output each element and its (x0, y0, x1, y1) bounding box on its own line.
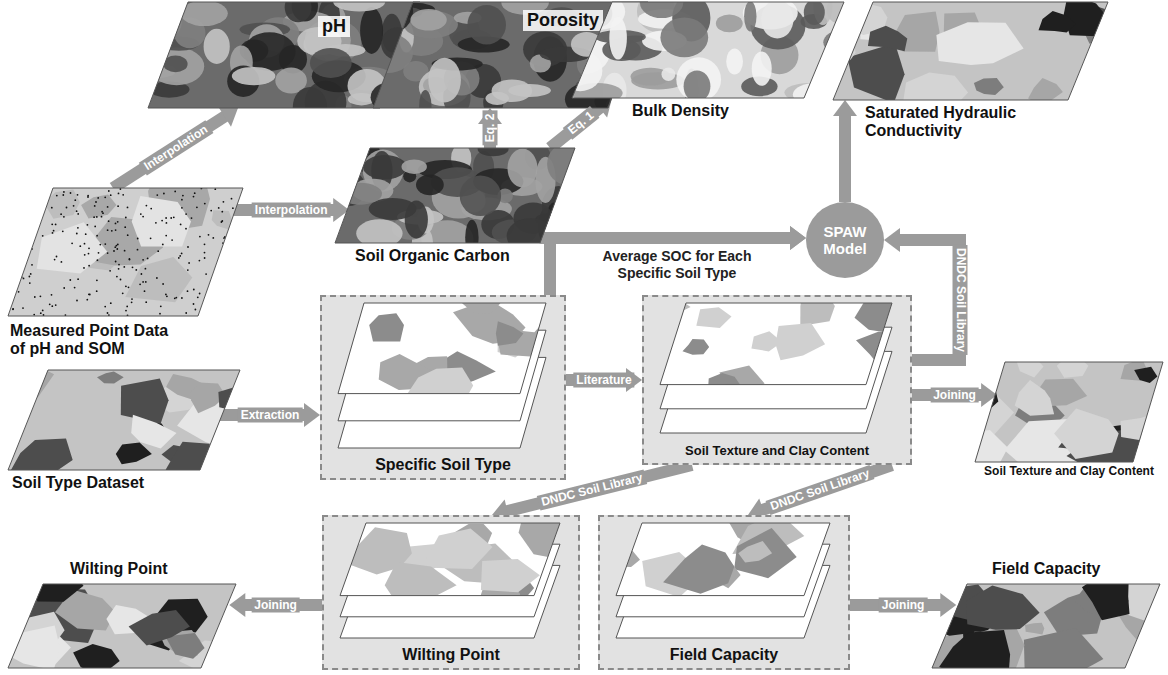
map-label: Field Capacity (992, 560, 1100, 578)
arrow-shaft (220, 409, 306, 421)
flow-arrow (833, 100, 857, 202)
edge-label: Joining (930, 388, 979, 403)
flow-arrow (229, 593, 322, 617)
map-label: Soil Texture and Clay Content (973, 465, 1165, 479)
arrow-head (790, 226, 806, 250)
layer-group: Specific Soil Type (320, 295, 566, 480)
flow-arrow (220, 403, 320, 427)
map-label: Bulk Density (632, 102, 729, 120)
group-label: Wilting Point (324, 646, 578, 664)
arrow-head (884, 228, 900, 252)
map-illustration (572, 2, 844, 98)
layer-group: Wilting Point (322, 515, 580, 670)
flow-arrow (850, 593, 956, 617)
edge-label: DNDC Soil Library (766, 465, 875, 515)
edge-label: Eq. 1 (563, 106, 599, 139)
edge-label: Interpolation (252, 203, 331, 218)
map-label: Soil Organic Carbon (355, 247, 510, 265)
map-layer: Soil Organic Carbon (335, 148, 580, 272)
layer-stack (644, 297, 910, 463)
map-label: Porosity (523, 10, 603, 31)
map-layer: Field Capacity (932, 560, 1164, 670)
edge-label: Interpolation (138, 120, 212, 175)
map-layer: Wilting Point (8, 560, 240, 670)
map-illustration (932, 584, 1160, 668)
group-label: Field Capacity (600, 646, 848, 664)
arrow-shaft (761, 465, 892, 510)
edge-label: Eq. 2 (483, 111, 498, 146)
map-layer: Soil Type Dataset (8, 370, 248, 500)
flow-arrow (233, 198, 349, 222)
layer-stack (324, 517, 578, 668)
flow-arrow (748, 465, 892, 521)
arrow-shaft (850, 599, 942, 611)
map-illustration (8, 370, 240, 470)
flow-arrow (912, 383, 997, 407)
layer-stack (322, 297, 564, 478)
arrow-head (304, 403, 320, 427)
flow-arrow (478, 108, 502, 148)
layer-group: Soil Texture and Clay Content (642, 295, 912, 465)
flow-arrow (550, 226, 806, 295)
map-label: Measured Point Data of pH and SOM (10, 322, 182, 359)
map-label: Saturated Hydraulic Conductivity (865, 104, 1065, 141)
layer-stack (600, 517, 848, 668)
map-illustration (8, 584, 236, 668)
arrow-head (478, 108, 502, 124)
arrow-shaft (839, 114, 851, 202)
flow-arrow (113, 107, 238, 189)
arrow-head (218, 107, 238, 127)
edge-label: Average SOC for Each Specific Soil Type (584, 248, 770, 282)
edge-label: Joining (879, 598, 928, 613)
arrow-shaft (113, 116, 226, 189)
map-layer: Saturated Hydraulic Conductivity (833, 2, 1113, 150)
edge-label: DNDC Soil Library (953, 245, 968, 355)
arrow-head (790, 226, 806, 250)
arrow-head (833, 100, 857, 116)
arrow-shaft (233, 204, 335, 216)
edge-label: Extraction (238, 408, 303, 423)
flow-arrow (566, 368, 642, 392)
arrow-shaft (550, 238, 792, 295)
map-layer: Measured Point Data of pH and SOM (8, 188, 248, 366)
arrow-shaft (566, 374, 628, 386)
arrow-head (626, 368, 642, 392)
edge-label: Literature (573, 373, 634, 388)
arrow-shaft (484, 122, 496, 148)
group-label: Specific Soil Type (322, 456, 564, 474)
arrow-shaft (243, 599, 322, 611)
map-layer: Soil Texture and Clay Content (975, 362, 1165, 502)
map-label: pH (318, 16, 350, 37)
layer-group: Field Capacity (598, 515, 850, 670)
map-layer: Bulk Density (572, 2, 844, 128)
map-label: Soil Type Dataset (12, 474, 144, 492)
arrow-shaft (550, 107, 601, 148)
map-illustration (833, 2, 1108, 100)
map-illustration (975, 362, 1163, 462)
group-label: Soil Texture and Clay Content (644, 444, 910, 459)
arrow-head (229, 593, 245, 617)
model-label: SPAW Model (805, 223, 885, 258)
edge-label: Joining (251, 598, 300, 613)
map-illustration (335, 148, 575, 243)
model-ellipse: SPAW Model (805, 201, 885, 279)
arrow-head (940, 593, 956, 617)
arrow-shaft (912, 389, 983, 401)
map-label: Wilting Point (70, 560, 168, 578)
map-illustration (8, 188, 243, 316)
